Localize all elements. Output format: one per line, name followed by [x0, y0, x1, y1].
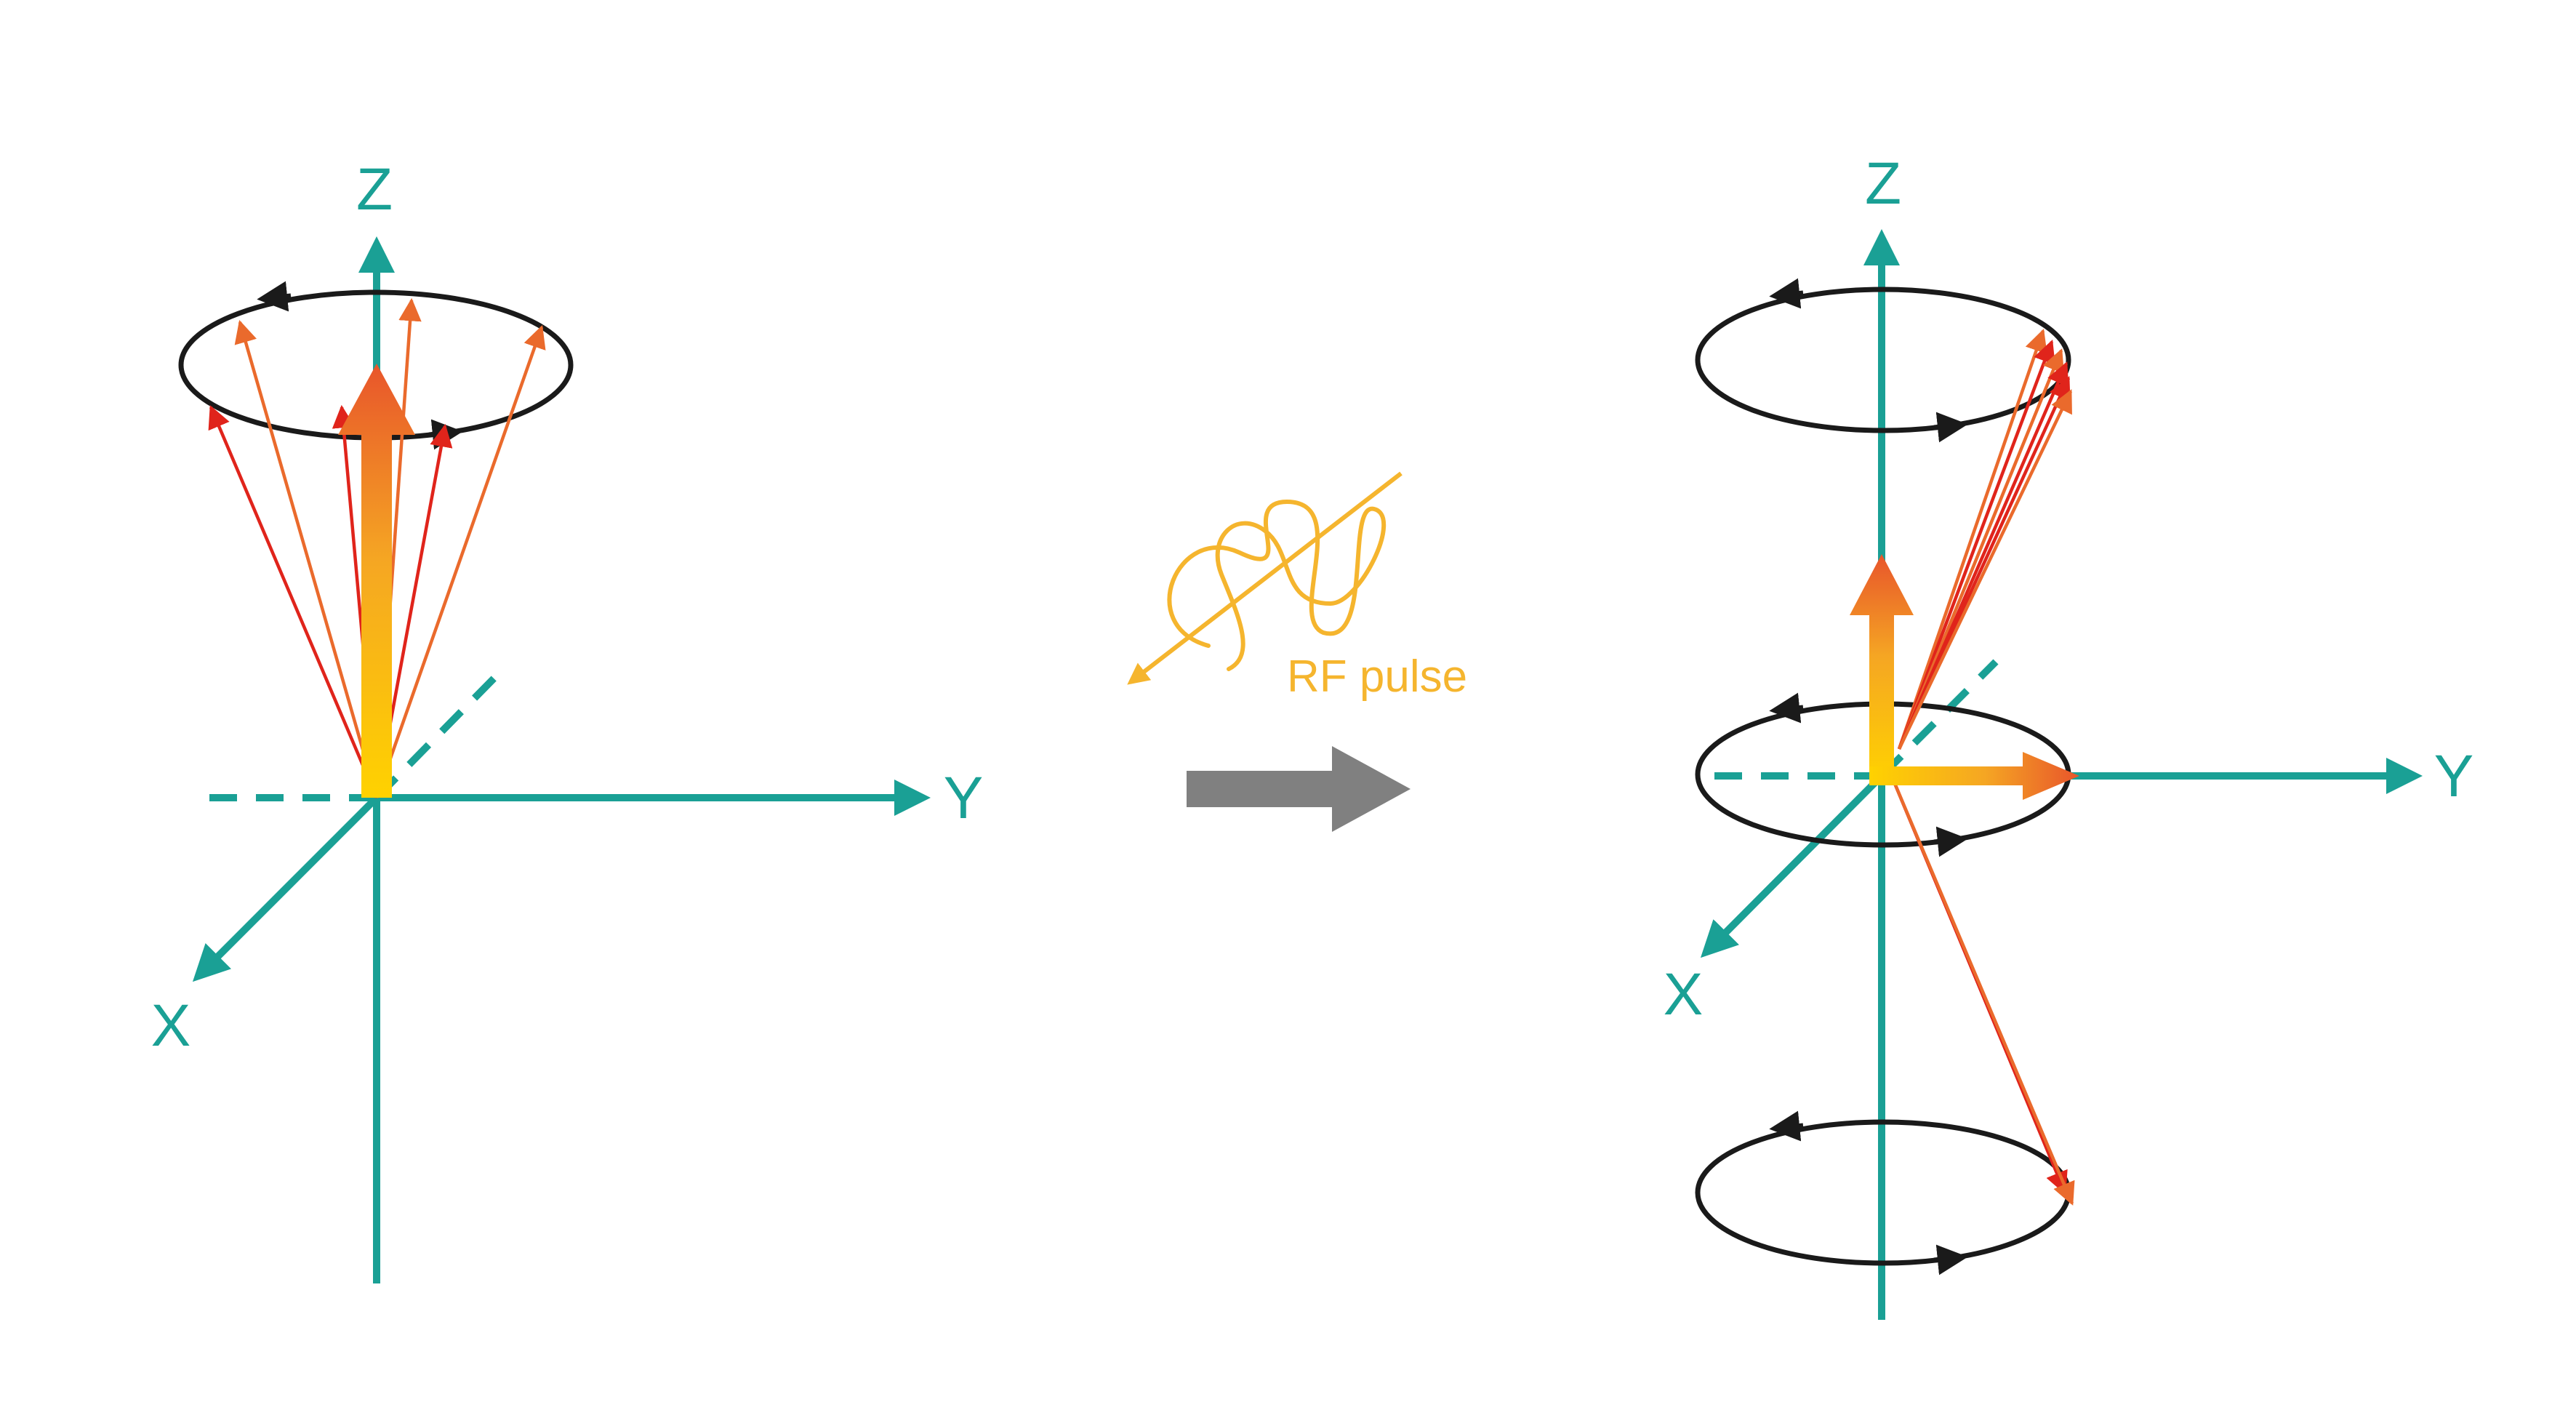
right-arrow-icon: [1187, 746, 1411, 832]
spin-vector: [1897, 348, 2064, 750]
left-net-magnetization-vector: [338, 364, 415, 798]
right-net-magnetization-vector-z: [1850, 554, 1914, 782]
right-spin-vectors-up: [1897, 329, 2073, 750]
left-panel: Z Y X: [151, 156, 984, 1283]
left-axes: Z Y X: [151, 156, 984, 1283]
right-x-axis: [1700, 773, 1885, 958]
spin-vector: [234, 319, 379, 798]
spin-vector: [1897, 340, 2055, 750]
orbit-arrow-icon: [1769, 692, 1804, 724]
right-x-label: X: [1664, 961, 1704, 1028]
right-y-label: Y: [2434, 743, 2474, 809]
orbit-arrow-icon: [257, 281, 292, 312]
left-x-axis-negative: [374, 668, 505, 801]
spin-vector: [1897, 329, 2047, 750]
orbit-arrow-icon: [1933, 826, 1968, 857]
orbit-arrow-icon: [1769, 1110, 1804, 1142]
left-y-label: Y: [944, 765, 984, 831]
left-x-axis: [192, 795, 380, 982]
left-z-label: Z: [356, 156, 393, 223]
right-x-axis-negative: [1879, 659, 1999, 779]
spin-vector: [374, 325, 546, 798]
right-panel: Z Y X: [1664, 151, 2474, 1320]
right-z-label: Z: [1865, 151, 1901, 217]
orbit-arrow-icon: [1933, 1244, 1968, 1275]
right-orbit-top: [1695, 278, 2071, 443]
transition: RF pulse: [1127, 471, 1467, 832]
rf-pulse-label: RF pulse: [1287, 652, 1467, 702]
orbit-arrow-icon: [1933, 412, 1968, 443]
spin-vector: [1892, 781, 2075, 1206]
right-net-magnetization-vector-y: [1869, 752, 2079, 800]
spin-vector: [1897, 389, 2073, 750]
right-spin-vectors-down: [1892, 781, 2075, 1206]
orbit-arrow-icon: [428, 419, 463, 450]
rf-wave-icon: [1127, 471, 1403, 685]
left-x-label: X: [151, 993, 191, 1059]
right-axes: Z Y X: [1664, 151, 2474, 1320]
spin-vector: [208, 405, 379, 798]
orbit-arrow-icon: [1769, 278, 1804, 309]
